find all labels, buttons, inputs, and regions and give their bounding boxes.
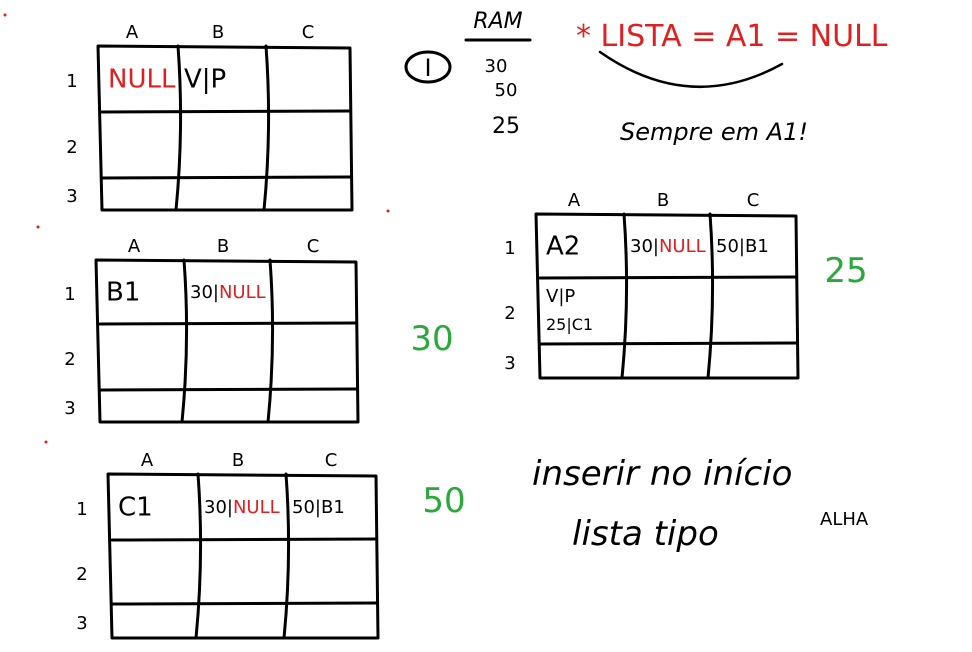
side-value: 30 [410, 319, 453, 359]
stray-dot [3, 13, 7, 17]
cell-text: 30|NULL [204, 497, 280, 518]
column-header: B [232, 450, 244, 471]
circle-mark [404, 50, 452, 84]
bottom-note: inserir no início lista tipo ALHA [532, 454, 869, 554]
stray-dot [44, 440, 48, 444]
side-value: 25 [824, 251, 867, 291]
row-header: 1 [504, 238, 515, 259]
column-divider [706, 212, 715, 380]
column-divider [282, 472, 291, 640]
table-0: A B C 1 2 3 NULL V|P [66, 22, 354, 212]
column-divider [266, 258, 275, 424]
table-1: A B C 1 2 3 B1 30|NULL 30 [64, 236, 454, 424]
row-divider [100, 175, 352, 180]
cell-null-suffix: NULL [659, 236, 706, 257]
sempre-note: Sempre em A1! [620, 118, 808, 146]
cell-text: C1 [118, 493, 153, 523]
cell-text: V|P [184, 65, 226, 95]
cell-null-suffix: NULL [233, 497, 280, 518]
row-divider [538, 275, 798, 280]
ram-value-0: 30 [485, 56, 508, 77]
row-header: 1 [76, 499, 87, 520]
column-divider [180, 258, 189, 424]
stray-dot [386, 209, 390, 213]
column-divider [194, 472, 203, 640]
row-header: 2 [64, 349, 75, 370]
cell-null-suffix: NULL [219, 282, 266, 303]
cell-text: A2 [546, 232, 580, 262]
row-header: 1 [64, 284, 75, 305]
row-divider [98, 321, 358, 326]
stray-dot [36, 225, 40, 229]
row-header: 2 [66, 137, 77, 158]
table-3: A B C 1 2 3 A2 30|NULL 50|B1V|P 25|C1 25 [504, 190, 868, 380]
row-divider [110, 601, 378, 606]
column-header: A [141, 450, 154, 471]
cell-text: V|P [546, 286, 575, 307]
cell-text: NULL [108, 65, 176, 95]
column-header: A [126, 22, 139, 43]
row-header: 2 [76, 564, 87, 585]
lista-statement: * LISTA = A1 = NULL [576, 19, 888, 54]
column-header: C [307, 236, 320, 257]
column-header: B [217, 236, 229, 257]
column-header: C [302, 22, 315, 43]
ram-title: RAM [473, 9, 522, 34]
circled-label: I [424, 54, 431, 82]
column-header: C [325, 450, 338, 471]
row-divider [100, 109, 352, 114]
side-value: 50 [422, 481, 465, 521]
row-header: 3 [76, 613, 87, 634]
cell-text: 50|B1 [292, 497, 345, 518]
column-header: C [747, 190, 760, 211]
row-header: 3 [504, 353, 515, 374]
ram-value-1: 50 [495, 80, 518, 101]
ram-value-2: 25 [492, 114, 520, 139]
cell-text: 50|B1 [716, 236, 769, 257]
cell-text: B1 [106, 278, 140, 308]
column-divider [174, 44, 183, 212]
cell-text: 30|NULL [190, 282, 266, 303]
row-divider [110, 537, 378, 542]
cell-text: 30|NULL [630, 236, 706, 257]
underline-arc [598, 50, 784, 89]
row-divider [538, 341, 798, 346]
column-divider [620, 212, 629, 380]
column-divider [262, 44, 271, 212]
header-area: I RAM 30 50 25 * LISTA = A1 = NULL Sempr… [404, 9, 888, 146]
cell-text-line2: 25|C1 [546, 315, 593, 334]
row-header: 3 [66, 186, 77, 207]
column-header: A [568, 190, 581, 211]
column-header: B [657, 190, 669, 211]
column-header: A [128, 236, 141, 257]
bottom-note-suffix: ALHA [820, 509, 869, 530]
bottom-note-line1: inserir no início [532, 454, 792, 494]
row-header: 1 [66, 71, 77, 92]
column-header: B [212, 22, 224, 43]
row-header: 3 [64, 398, 75, 419]
row-divider [98, 387, 358, 392]
bottom-note-line2: lista tipo [572, 514, 719, 554]
row-header: 2 [504, 303, 515, 324]
